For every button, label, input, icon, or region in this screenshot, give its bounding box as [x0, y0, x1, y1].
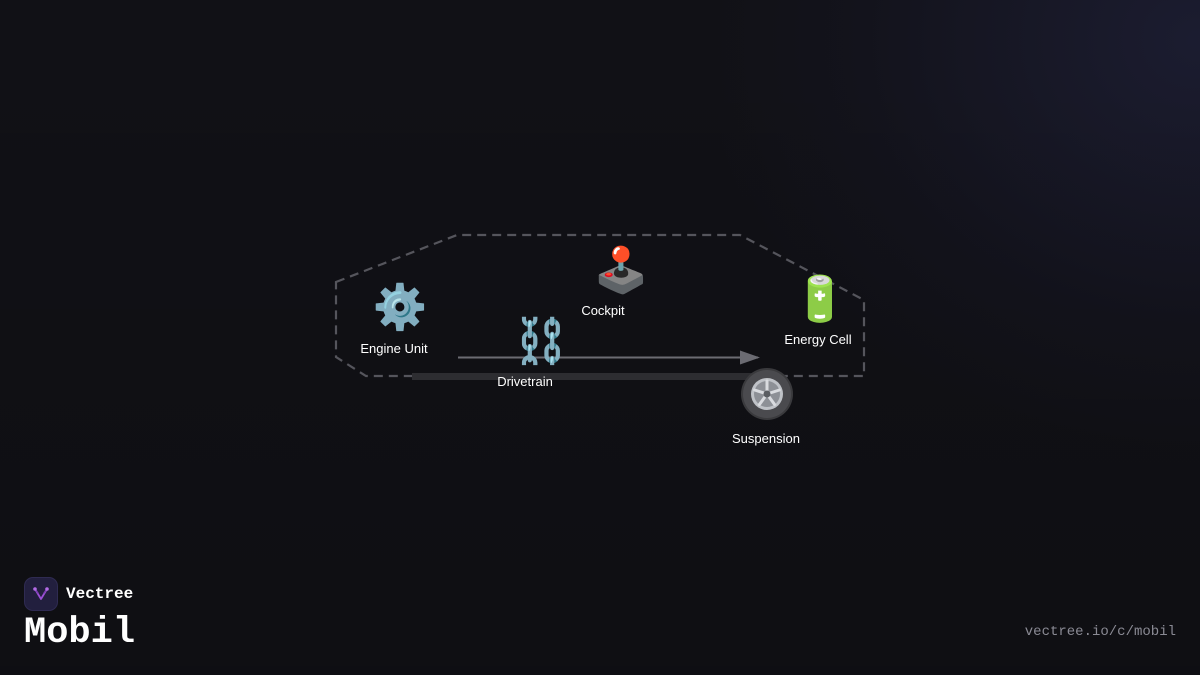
node-cockpit[interactable]: 🕹️ Cockpit	[581, 245, 648, 318]
node-energy-cell[interactable]: 🔋 Energy Cell	[784, 274, 851, 347]
gear-icon: ⚙️	[373, 282, 428, 333]
page-url[interactable]: vectree.io/c/mobil	[1024, 624, 1176, 640]
brand: Vectree	[24, 577, 133, 611]
node-label: Cockpit	[581, 303, 625, 318]
node-drivetrain[interactable]: ⛓️ Drivetrain	[497, 316, 568, 389]
joystick-icon: 🕹️	[594, 245, 649, 296]
page-title: Mobil	[24, 612, 136, 654]
wheel-icon	[741, 368, 793, 420]
node-label: Suspension	[732, 431, 800, 446]
node-label: Energy Cell	[784, 332, 851, 347]
battery-icon: 🔋	[793, 274, 848, 325]
node-label: Engine Unit	[360, 341, 428, 356]
vectree-logo-icon	[24, 577, 58, 611]
node-engine-unit[interactable]: ⚙️ Engine Unit	[360, 282, 428, 356]
node-label: Drivetrain	[497, 374, 553, 389]
vehicle-outline	[334, 233, 866, 378]
chain-icon: ⛓️	[514, 316, 569, 367]
brand-name: Vectree	[66, 585, 134, 603]
chassis-bar	[412, 373, 760, 380]
node-suspension[interactable]: Suspension	[732, 368, 800, 446]
